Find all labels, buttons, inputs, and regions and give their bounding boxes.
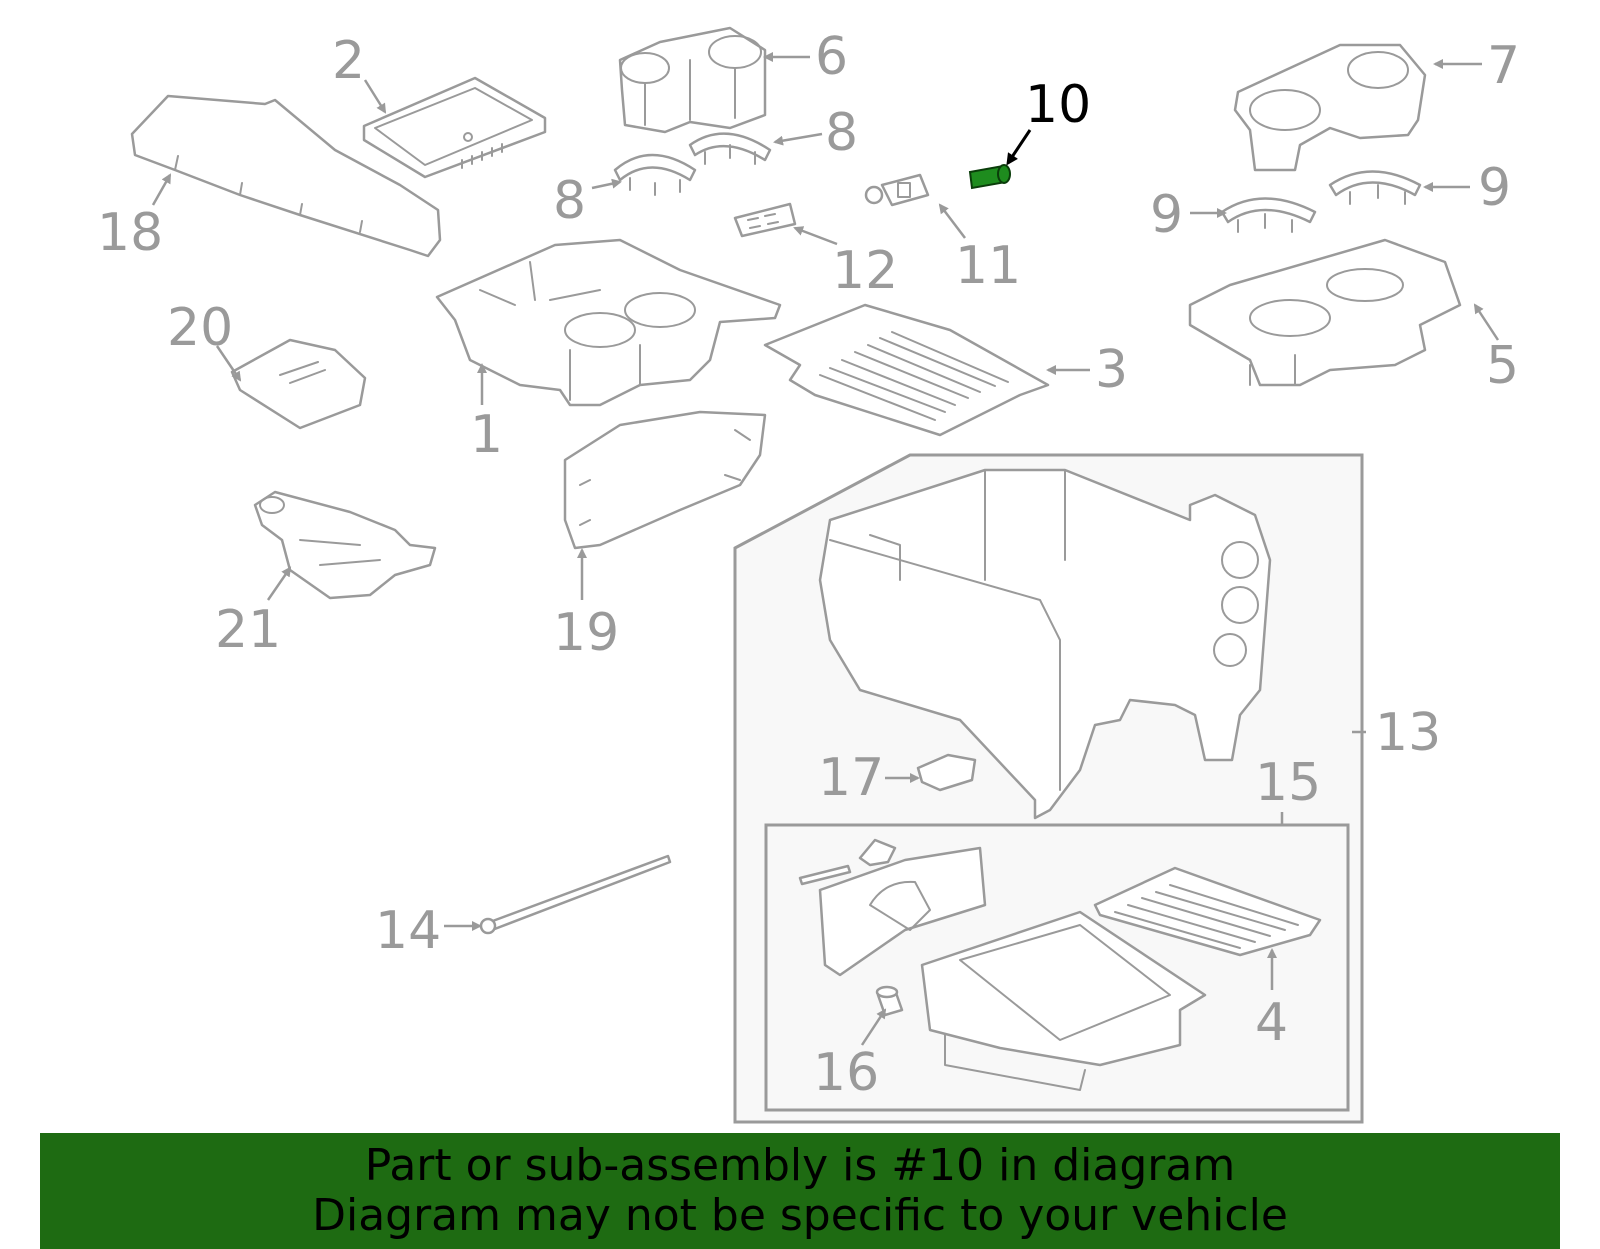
callout-12: 12 <box>832 241 898 301</box>
callout-2: 2 <box>332 31 365 91</box>
callout-21: 21 <box>215 600 281 660</box>
part-14-rod[interactable] <box>479 854 672 935</box>
callout-15: 15 <box>1255 753 1321 813</box>
leader-lines <box>151 52 1500 1046</box>
part-12-control-panel[interactable] <box>733 202 797 238</box>
callout-8-left: 8 <box>553 171 586 231</box>
banner-line-1: Part or sub-assembly is #10 in diagram <box>364 1140 1236 1191</box>
part-10-highlighted-plug[interactable] <box>968 164 1011 190</box>
callout-10: 10 <box>1025 75 1091 135</box>
part-11-switch[interactable] <box>864 173 930 207</box>
callout-11: 11 <box>955 236 1021 296</box>
callout-9-left: 9 <box>1150 185 1183 245</box>
callout-9-right: 9 <box>1478 158 1511 218</box>
part-8-ring-left[interactable] <box>613 153 697 196</box>
part-18-trim-panel[interactable] <box>130 94 442 258</box>
callout-19: 19 <box>553 603 619 663</box>
callout-17: 17 <box>818 748 884 808</box>
part-1-console-housing[interactable] <box>435 238 782 407</box>
part-7-rear-cup-holder[interactable] <box>1233 43 1427 172</box>
part-4-tray-mat[interactable] <box>1093 866 1322 957</box>
callout-4: 4 <box>1255 993 1288 1053</box>
callout-6: 6 <box>815 27 848 87</box>
callout-20: 20 <box>167 298 233 358</box>
banner-line-2: Diagram may not be specific to your vehi… <box>312 1190 1288 1241</box>
part-9-ring-left[interactable] <box>1220 197 1317 233</box>
part-3-mat[interactable] <box>763 303 1050 437</box>
part-21-bracket[interactable] <box>253 490 437 600</box>
part-13-console-body[interactable] <box>818 468 1272 820</box>
callout-7: 7 <box>1487 36 1520 96</box>
info-banner: Part or sub-assembly is #10 in diagram D… <box>40 1133 1560 1249</box>
part-5-rear-bezel[interactable] <box>1188 238 1462 387</box>
callout-3: 3 <box>1095 340 1128 400</box>
part-9-ring-right[interactable] <box>1328 170 1422 205</box>
part-17-clip[interactable] <box>916 753 977 792</box>
callout-18: 18 <box>97 203 163 263</box>
part-19-side-panel[interactable] <box>563 410 767 550</box>
part-16-bolt[interactable] <box>875 985 904 1017</box>
callout-14: 14 <box>375 901 441 961</box>
part-20-module[interactable] <box>230 338 367 430</box>
callout-16: 16 <box>813 1043 879 1103</box>
part-6-cup-holder-insert[interactable] <box>618 26 767 134</box>
callout-8-right: 8 <box>825 103 858 163</box>
callout-13: 13 <box>1375 703 1441 763</box>
part-2-tray-mat[interactable] <box>362 76 547 179</box>
callout-1: 1 <box>470 405 503 465</box>
part-15-subassembly[interactable] <box>798 838 1207 1091</box>
callout-5: 5 <box>1486 336 1519 396</box>
part-8-ring-right[interactable] <box>688 132 772 165</box>
